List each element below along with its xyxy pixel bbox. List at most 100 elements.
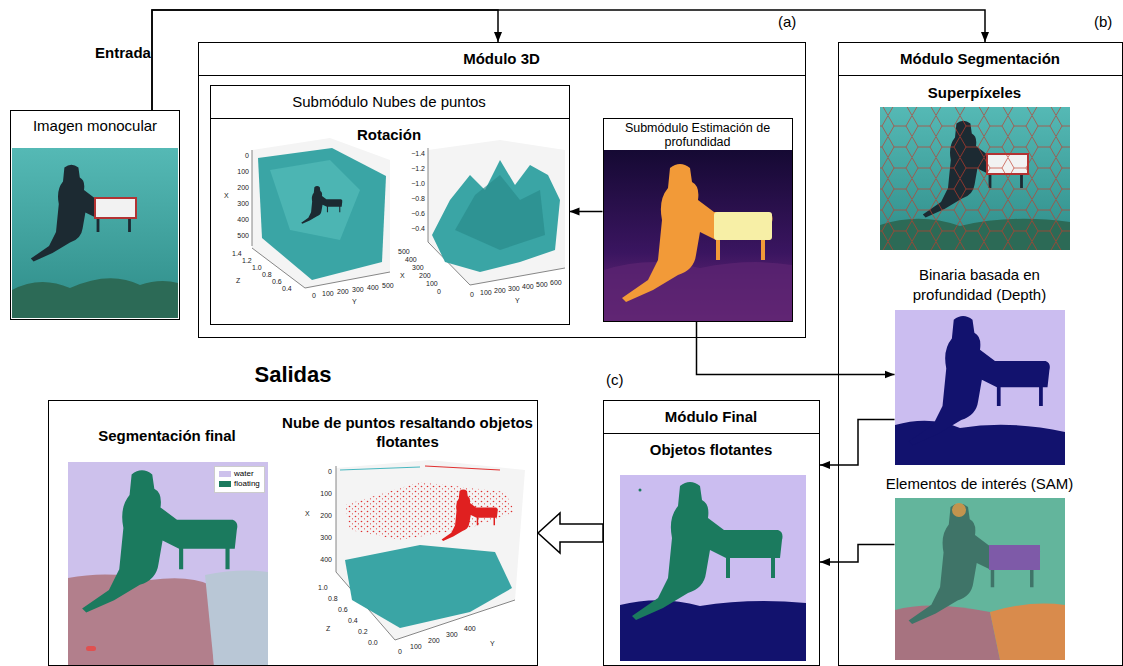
axis-tick: 200 [237, 184, 249, 191]
module-box: Segmentación final [62, 420, 272, 666]
axis-tick: 400 [237, 216, 249, 223]
flow-arrow [820, 545, 895, 563]
axis-tick: 0.8 [262, 271, 272, 278]
binary-depth-mask [895, 310, 1065, 465]
panel-letter: (c) [606, 372, 624, 387]
legend-row: water [219, 469, 260, 479]
axis-tick: −0.4 [411, 225, 425, 232]
module-box: Binaria basada en profundidad (Depth) [880, 264, 1080, 465]
box-title: Binaria basada en profundidad (Depth) [880, 264, 1080, 306]
axis-tick: −1.4 [411, 150, 425, 157]
axis-tick: 300 [237, 200, 249, 207]
axis-tick: 1.0 [252, 264, 262, 271]
box-title: Entrada [88, 42, 158, 64]
input-photo [12, 148, 178, 318]
axis-tick: X [224, 192, 229, 199]
box-frame [10, 110, 180, 320]
axis-tick: −0.6 [411, 210, 425, 217]
box-subtitle: Rotación [211, 125, 568, 145]
point-cloud-plot [252, 138, 390, 288]
legend-swatch [219, 481, 231, 487]
axis-tick: 1.2 [242, 257, 252, 264]
axis-tick: 100 [426, 280, 438, 287]
axis-tick: Z [326, 625, 330, 632]
box-title: Nube de puntos resaltando objetos flotan… [280, 412, 535, 454]
box-subtitle: Objetos flotantes [604, 440, 818, 460]
header-rule [199, 75, 805, 76]
axis-tick: 0 [470, 291, 474, 298]
axis-tick: 400 [464, 625, 476, 632]
axis-tick: X [400, 272, 405, 279]
axis-tick: 200 [320, 512, 332, 519]
axis-tick: Y [352, 298, 357, 305]
axis-tick: −1.2 [411, 165, 425, 172]
axis-tick: Y [515, 297, 520, 304]
box-frame [880, 106, 1070, 250]
axis-tick: 100 [322, 290, 334, 297]
axis-tick: 200 [428, 637, 440, 644]
depth-map [604, 150, 792, 321]
header-rule [839, 75, 1122, 76]
axis-tick: 600 [550, 279, 562, 286]
axis-tick: 400 [522, 283, 534, 290]
axis-tick: 0.2 [358, 628, 368, 635]
highlighted-point-cloud [336, 460, 525, 640]
box-title: Elementos de interés (SAM) [870, 473, 1090, 495]
legend-swatch [219, 471, 231, 477]
box-frame [895, 498, 1065, 660]
flow-arrow [152, 10, 985, 110]
box-title: Superpíxeles [880, 83, 1070, 103]
module-box: Módulo SegmentaciónSuperpíxelesBinaria b… [838, 42, 1123, 666]
module-box: Submódulo Estimación de profundidad [603, 118, 793, 322]
module-box: SalidasSegmentación finalNube de puntos … [48, 360, 538, 666]
axis-tick: 500 [536, 281, 548, 288]
axis-tick: 0 [328, 468, 332, 475]
flow-arrow [820, 420, 895, 466]
floating-objects-mask [620, 475, 806, 661]
header-rule [604, 433, 819, 434]
legend-row: floating [219, 479, 260, 489]
axis-tick: 1.4 [232, 250, 242, 257]
axis-tick: 300 [446, 631, 458, 638]
axis-tick: 500 [237, 232, 249, 239]
box-title: Submódulo Estimación de profundidad [606, 120, 790, 151]
axis-tick: 0 [437, 288, 441, 295]
output-arrow [538, 513, 603, 553]
axis-tick: 400 [367, 284, 379, 291]
axis-tick: 300 [508, 285, 520, 292]
axis-tick: 0.6 [338, 606, 348, 613]
axis-tick: X [305, 510, 310, 517]
point-cloud-plot [428, 140, 565, 285]
axis-tick: 0 [398, 648, 402, 655]
axis-tick: 1.0 [318, 584, 328, 591]
axis-tick: 0.8 [328, 595, 338, 602]
axis-tick: 100 [480, 289, 492, 296]
axis-tick: 0.4 [348, 617, 358, 624]
box-title: Módulo Final [604, 401, 818, 433]
superpixel-image [880, 107, 1070, 250]
axis-tick: 300 [320, 534, 332, 541]
module-box: Módulo FinalObjetos flotantes [603, 400, 820, 666]
module-box: Superpíxeles [880, 80, 1070, 250]
final-segmentation [68, 462, 268, 666]
box-frame [895, 310, 1065, 465]
flow-arrow [697, 322, 895, 375]
axis-tick: −0.8 [411, 195, 425, 202]
axis-tick: 300 [412, 264, 424, 271]
axis-tick: 500 [398, 248, 410, 255]
axis-tick: 100 [410, 643, 422, 650]
box-title: Módulo 3D [199, 43, 804, 75]
axis-tick: 300 [352, 286, 364, 293]
axis-tick: 100 [237, 168, 249, 175]
axis-tick: 0.6 [272, 278, 282, 285]
axis-tick: 0 [312, 292, 316, 299]
axis-tick: 500 [382, 282, 394, 289]
axis-tick: Z [236, 277, 240, 284]
axis-tick: 200 [419, 272, 431, 279]
module-box: EntradaImagen monocular [10, 40, 182, 320]
axis-tick: 200 [337, 288, 349, 295]
box-subtitle: Imagen monocular [12, 114, 178, 138]
axis-tick: 100 [320, 490, 332, 497]
axis-tick: 400 [320, 556, 332, 563]
axis-tick: 200 [494, 287, 506, 294]
